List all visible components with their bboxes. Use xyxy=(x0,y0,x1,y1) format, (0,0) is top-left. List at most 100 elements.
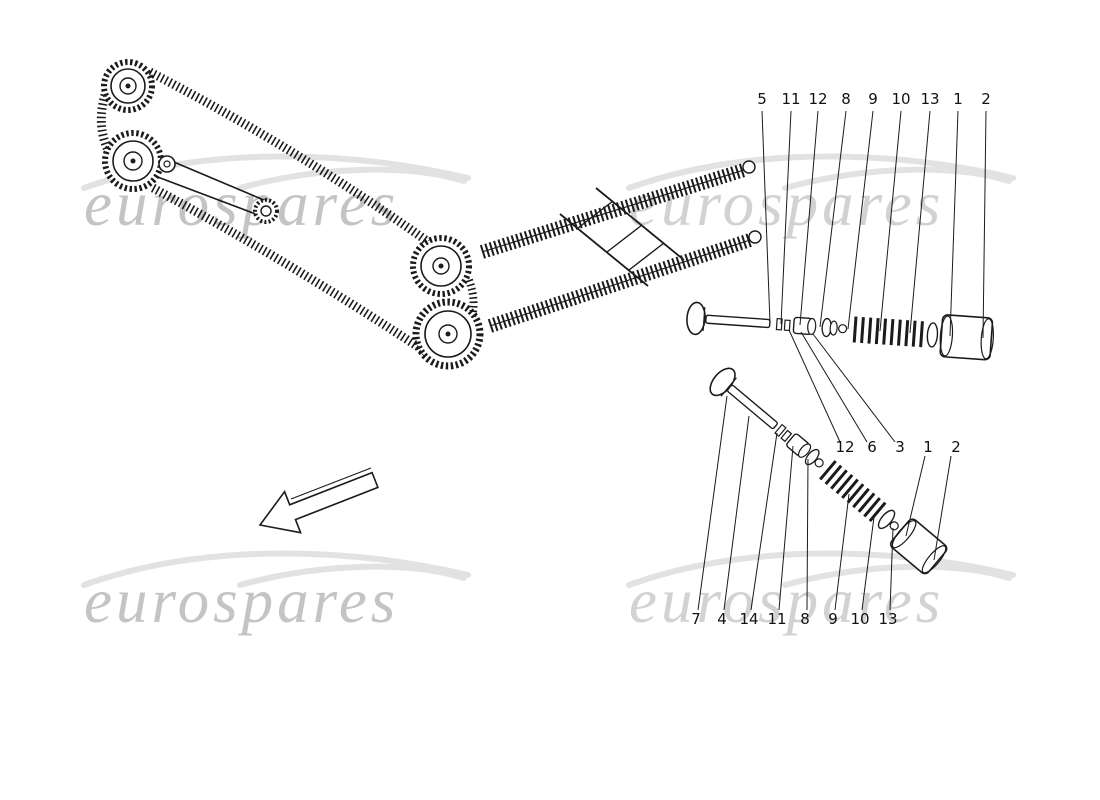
leader-line xyxy=(861,516,875,611)
leader-line xyxy=(780,110,792,325)
idler-pulley xyxy=(253,198,279,224)
watermark-swoosh xyxy=(81,550,471,588)
leader-line xyxy=(847,110,874,330)
watermark-swoosh xyxy=(782,166,1012,191)
valve-head-face xyxy=(702,306,706,331)
leader-line xyxy=(949,110,959,337)
watermark-text: eurospares xyxy=(629,169,944,239)
spring-seat-bead xyxy=(814,458,824,468)
tappet-bucket-face xyxy=(980,318,995,360)
callout-label: 10 xyxy=(891,90,910,108)
callout-label: 9 xyxy=(868,90,878,108)
watermark-swoosh xyxy=(237,563,467,588)
callout-label: 11 xyxy=(781,90,800,108)
camshaft-end xyxy=(748,230,762,244)
watermark-swoosh xyxy=(782,563,1012,588)
callout-label: 13 xyxy=(878,610,897,628)
watermark-swoosh xyxy=(237,166,467,191)
spring-washer xyxy=(829,320,838,336)
timing-belt-assembly xyxy=(96,59,484,370)
belt-band xyxy=(147,68,437,250)
callout-label: 3 xyxy=(895,438,905,456)
leader-line xyxy=(982,110,987,339)
bracket-boss xyxy=(158,155,176,173)
callout-label: 4 xyxy=(717,610,727,628)
watermark-swoosh xyxy=(626,550,1016,588)
leader-line xyxy=(723,415,750,611)
callout-label: 6 xyxy=(867,438,877,456)
camshaft-end xyxy=(742,160,756,174)
callouts-middle: 12 6 3 1 2 xyxy=(788,329,961,561)
valve-guide-end xyxy=(797,443,812,458)
callout-label: 12 xyxy=(808,90,827,108)
leader-line xyxy=(761,110,771,324)
spring-retainer xyxy=(877,509,896,530)
spring-seat-bead xyxy=(889,521,899,531)
leader-line xyxy=(800,331,868,443)
tappet-bucket xyxy=(939,314,994,361)
leader-line xyxy=(812,333,896,443)
callout-label: 9 xyxy=(828,610,838,628)
callout-label: 12 xyxy=(835,438,854,456)
cam-pulley xyxy=(410,235,472,297)
callout-label: 5 xyxy=(757,90,767,108)
cam-carrier-frame xyxy=(559,187,685,287)
leader-line xyxy=(819,110,847,328)
leader-line xyxy=(806,458,809,611)
callout-label: 13 xyxy=(920,90,939,108)
arrow-edge-highlight xyxy=(290,467,372,500)
leader-line xyxy=(788,329,841,443)
camshaft-lower-axis xyxy=(489,239,751,327)
callout-label: 7 xyxy=(691,610,701,628)
belt-band xyxy=(150,184,429,356)
leader-line xyxy=(879,110,902,332)
valve-guide-end xyxy=(807,317,817,336)
cam-pulley xyxy=(412,298,484,370)
leader-line xyxy=(909,110,931,334)
valve-keeper xyxy=(780,429,793,443)
callout-label: 2 xyxy=(951,438,961,456)
tappet-bucket-face xyxy=(939,315,954,357)
spring-seat-bead xyxy=(838,324,848,334)
valve-assembly-horizontal xyxy=(686,301,995,361)
callouts-top: 5 11 12 8 9 10 13 1 2 xyxy=(757,90,991,339)
callout-label: 8 xyxy=(841,90,851,108)
callout-label: 8 xyxy=(800,610,810,628)
callout-label: 1 xyxy=(953,90,963,108)
leader-line xyxy=(697,395,728,611)
callout-label: 2 xyxy=(981,90,991,108)
valve-stem xyxy=(705,314,771,329)
valve-head-face xyxy=(720,377,737,397)
valve-stem xyxy=(727,384,778,430)
leader-line xyxy=(933,455,952,561)
toothed-pulley xyxy=(102,130,164,192)
spring-retainer xyxy=(926,322,939,348)
watermark-swoosh xyxy=(626,153,1016,191)
leader-line xyxy=(905,455,926,537)
direction-arrow xyxy=(258,467,379,534)
leader-line xyxy=(799,110,819,326)
toothed-pulley xyxy=(101,59,155,113)
leader-line xyxy=(778,445,794,611)
callouts-bottom: 7 4 14 11 8 9 10 13 xyxy=(691,395,898,628)
valve-spring xyxy=(819,460,890,525)
callout-label: 14 xyxy=(739,610,758,628)
watermarks: eurospares eurospares eurospares eurospa… xyxy=(81,153,1016,636)
tappet-bucket-face xyxy=(921,545,947,574)
valve-head xyxy=(686,301,706,336)
leader-line xyxy=(889,527,894,611)
camshaft-upper-axis xyxy=(481,169,745,253)
leader-line xyxy=(834,493,850,611)
camshafts xyxy=(479,160,762,333)
valve-assembly-diagonal xyxy=(709,367,948,575)
tensioner-arm xyxy=(146,172,270,220)
tappet-bucket-face xyxy=(891,520,917,549)
watermark-text: eurospares xyxy=(84,566,399,636)
callout-label: 10 xyxy=(850,610,869,628)
callout-label: 1 xyxy=(923,438,933,456)
belt-band xyxy=(96,93,114,155)
leader-line xyxy=(750,432,778,611)
valve-spring xyxy=(852,316,927,348)
